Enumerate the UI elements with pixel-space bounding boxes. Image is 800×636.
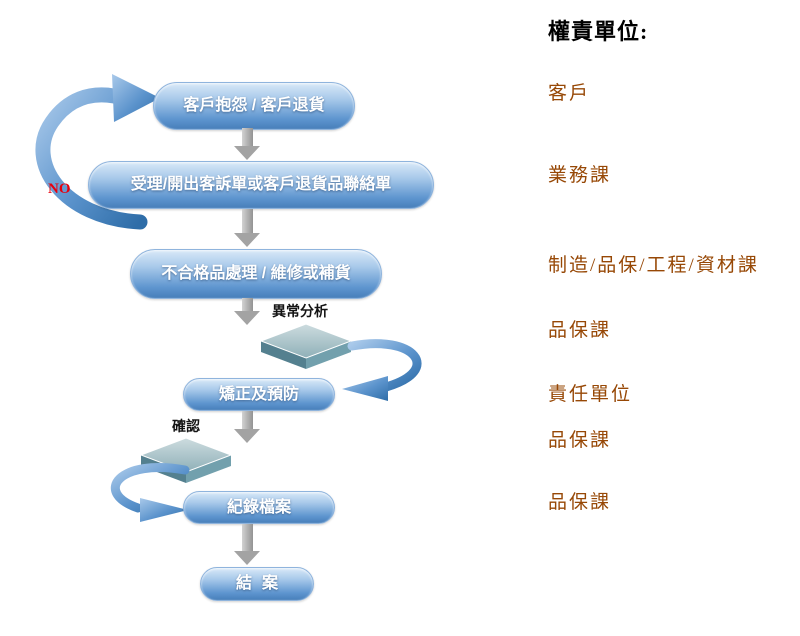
confirm-label: 確認: [172, 418, 200, 434]
flow-step-label: 矯正及預防: [218, 385, 299, 403]
down-arrow: [234, 524, 260, 565]
flow-step-record: 紀錄檔案: [183, 491, 335, 524]
responsibility-qa-2: 品保課: [548, 430, 612, 451]
flow-step-label: 受理/開出客訴單或客戶退貨品聯絡單: [130, 176, 392, 193]
flow-step-label: 結案: [235, 575, 288, 592]
analysis-label: 異常分析: [272, 303, 328, 319]
responsibility-qa-3: 品保課: [548, 492, 612, 513]
responsibility-qa-1: 品保課: [548, 320, 612, 341]
responsibility-customer: 客戶: [548, 83, 591, 104]
decision-diamond-analysis: [259, 323, 353, 369]
flow-step-nonconforming: 不合格品處理 / 維修或補貨: [130, 249, 382, 299]
flow-step-label: 不合格品處理 / 維修或補貨: [161, 265, 351, 282]
responsible-units-heading: 權責單位:: [548, 19, 649, 44]
flow-step-label: 紀錄檔案: [226, 498, 291, 516]
flow-step-correction: 矯正及預防: [183, 378, 335, 411]
loop-arrow-right: [342, 339, 422, 401]
down-arrow: [234, 128, 260, 160]
down-arrow: [234, 298, 260, 325]
loop-arrow-left: [110, 462, 190, 522]
responsibility-sales: 業務課: [548, 165, 612, 186]
flow-step-label: 客戶抱怨 / 客戶退貨: [183, 97, 325, 114]
flow-step-accept: 受理/開出客訴單或客戶退貨品聯絡單: [88, 161, 434, 209]
responsibility-mfg-qa-eng-material: 制造/品保/工程/資材課: [548, 255, 759, 276]
flow-step-close: 結案: [200, 567, 314, 601]
down-arrow: [234, 209, 260, 247]
no-label: NO: [48, 181, 71, 197]
down-arrow: [234, 411, 260, 443]
responsibility-owner-unit: 責任單位: [548, 384, 633, 405]
flow-step-complaint: 客戶抱怨 / 客戶退貨: [153, 82, 355, 130]
no-return-arrow: [35, 74, 160, 230]
